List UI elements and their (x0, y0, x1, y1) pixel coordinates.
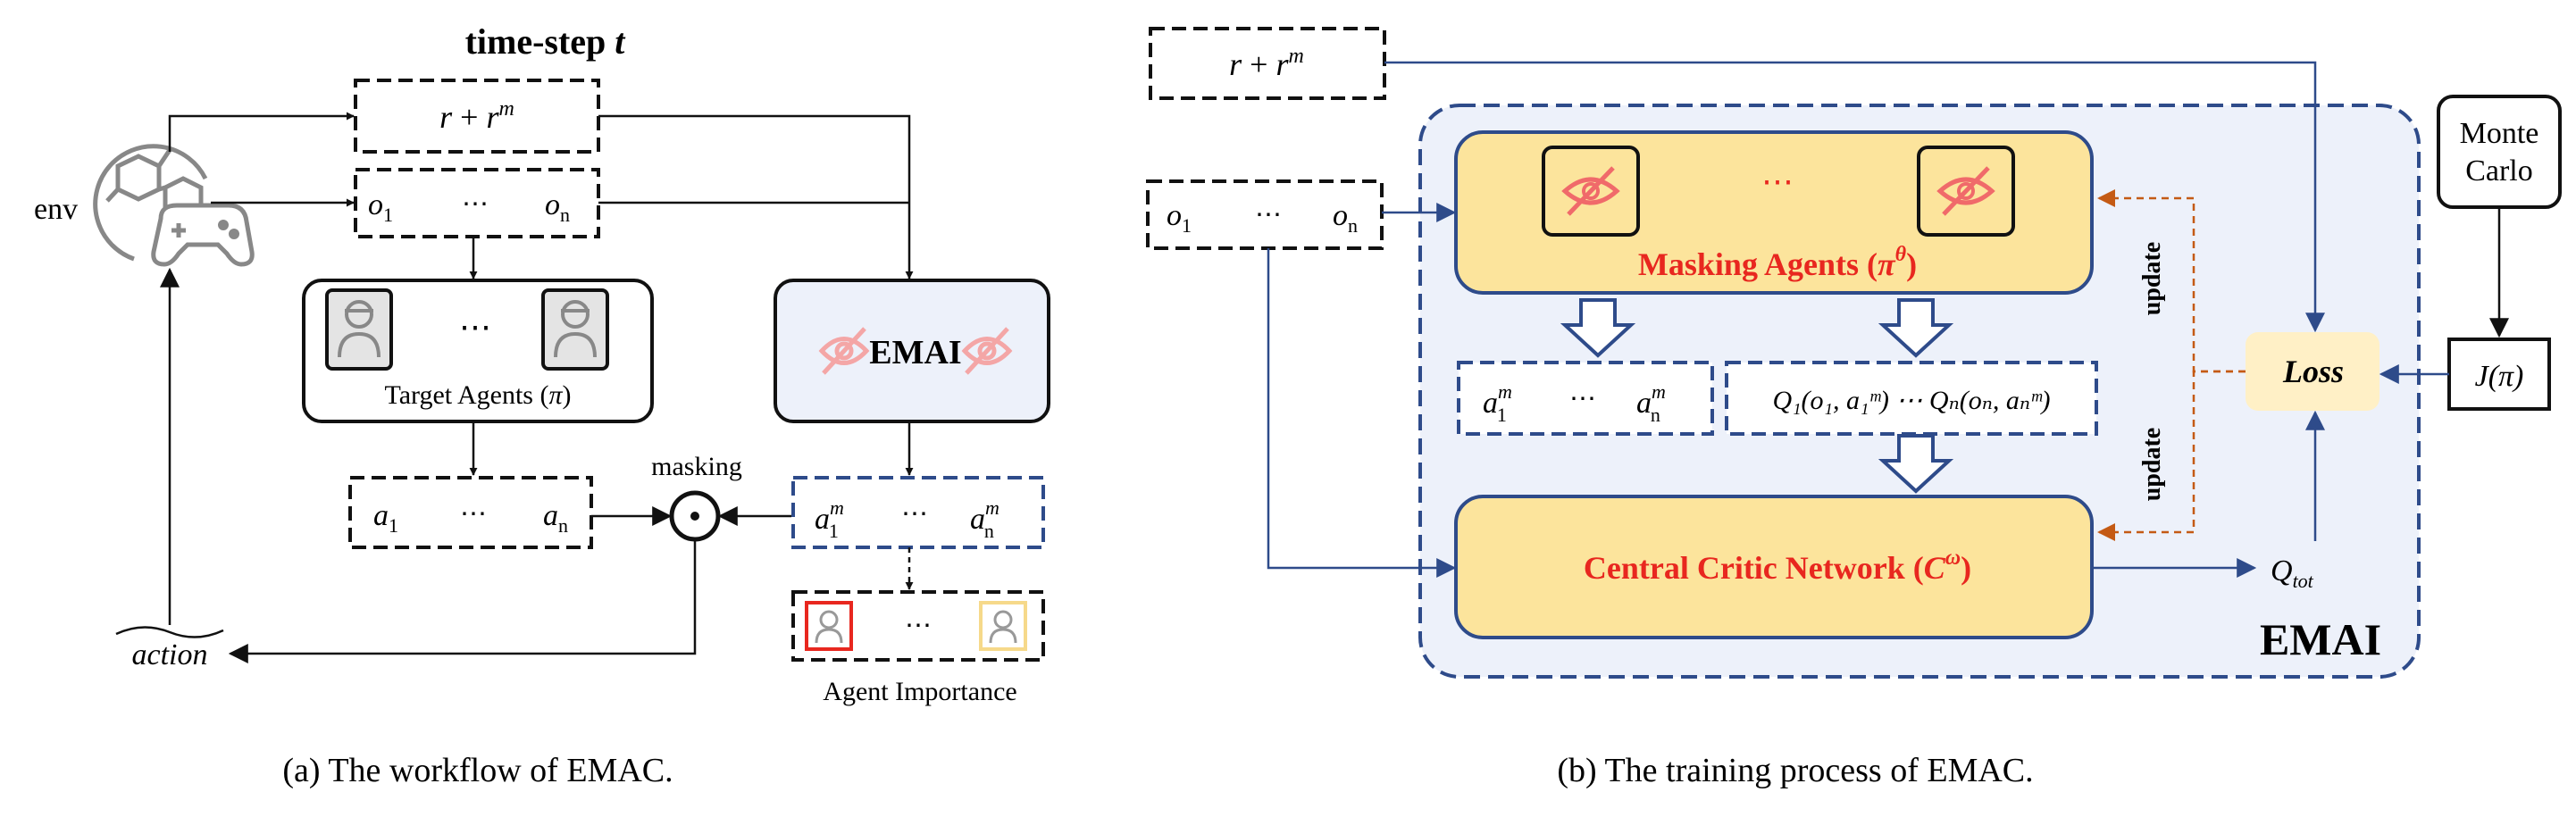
timestep-title: time-step t (465, 21, 627, 62)
panel-b: EMAI r + rm o1 ⋯ on (1146, 27, 2562, 789)
unimportant-agent-icon (979, 601, 1027, 651)
arrow-reward-loss (1384, 61, 2325, 333)
obs-box-b (1146, 179, 1384, 250)
update-label-bottom: update (2138, 428, 2166, 501)
arrow-obs-critic (1267, 248, 1457, 578)
q-values-text: Q₁(o₁, a₁ᵐ) ⋯ Qₙ(oₙ, aₙᵐ) (1772, 386, 2050, 415)
hollow-arrow-q-values (1878, 298, 1954, 358)
reward-box-b (1149, 27, 1386, 100)
hidden-eye-icon (1542, 146, 1640, 237)
monte-carlo-box (2437, 95, 2562, 209)
actions-dots-a: ⋯ (460, 499, 487, 529)
obs-text-b1: o1 (1167, 199, 1192, 237)
mask-actions-box-a (791, 476, 1045, 549)
emai-label-b: EMAI (2260, 614, 2381, 664)
hollow-arrow-mask-actions (1560, 298, 1636, 358)
agent-icon (541, 288, 609, 371)
obs-text-a: o1 (368, 188, 393, 226)
qtot-label: Qtot (2271, 554, 2314, 592)
important-agent-icon (805, 601, 853, 651)
update-label-top: update (2138, 242, 2166, 315)
env-icon (93, 144, 255, 267)
action-a1: a1 (373, 499, 398, 537)
caption-b: (b) The training process of EMAC. (1557, 752, 2033, 789)
hollow-arrow-critic (1878, 434, 1954, 494)
arrow-reward-emai (598, 114, 914, 279)
action-tilde: action (132, 638, 208, 671)
obs-text-bn: on (1333, 199, 1358, 237)
panel-a: time-step t env r + rm o1 (34, 21, 1050, 789)
target-agents-dots: ⋯ (459, 309, 491, 345)
masking-operator-dot (690, 512, 699, 521)
loss-box (2246, 332, 2379, 411)
masking-agents-dots: ⋯ (1761, 163, 1794, 199)
target-agents-label: Target Agents (π) (384, 380, 571, 410)
emai-label-a: EMAI (869, 334, 961, 371)
importance-label: Agent Importance (823, 677, 1016, 706)
update-arrow-critic (2097, 370, 2246, 541)
masking-agents-label: Masking Agents (πθ) (1638, 243, 1917, 282)
critic-label: Central Critic Network (Cω) (1584, 546, 1971, 586)
mask-actions-box-b (1457, 361, 1714, 436)
reward-box-a (354, 79, 600, 154)
j-pi-label: J(π) (2475, 360, 2524, 393)
reward-text-a: r + rm (439, 97, 514, 135)
obs-dots-a: ⋯ (462, 189, 489, 219)
monte-carlo-line1: Monte (2460, 117, 2539, 150)
importance-dots: ⋯ (905, 611, 932, 640)
loss-label: Loss (2282, 354, 2344, 389)
action-an: an (543, 499, 568, 537)
actions-box-a (348, 476, 593, 549)
obs-dots-b: ⋯ (1255, 200, 1282, 229)
monte-carlo-line2: Carlo (2465, 154, 2533, 188)
agent-icon (325, 288, 393, 371)
reward-text-b: r + rm (1229, 45, 1304, 82)
hidden-eye-icon (818, 327, 1013, 375)
arrow-env-reward (168, 112, 355, 152)
j-pi-box (2447, 338, 2551, 411)
q-values-box (1725, 361, 2098, 436)
caption-a: (a) The workflow of EMAC. (282, 752, 673, 789)
mask-actions-dots-a: ⋯ (901, 499, 928, 529)
mask-actions-dots-b: ⋯ (1569, 384, 1596, 413)
emai-box-a (774, 279, 1050, 423)
obs-text-n-a: on (545, 188, 570, 226)
masking-label: masking (651, 452, 742, 481)
arrow-mask-action (228, 539, 697, 663)
hidden-eye-icon (1917, 146, 2015, 237)
env-label: env (34, 193, 78, 226)
obs-box-a (354, 168, 600, 238)
tilde-mark (115, 626, 224, 638)
